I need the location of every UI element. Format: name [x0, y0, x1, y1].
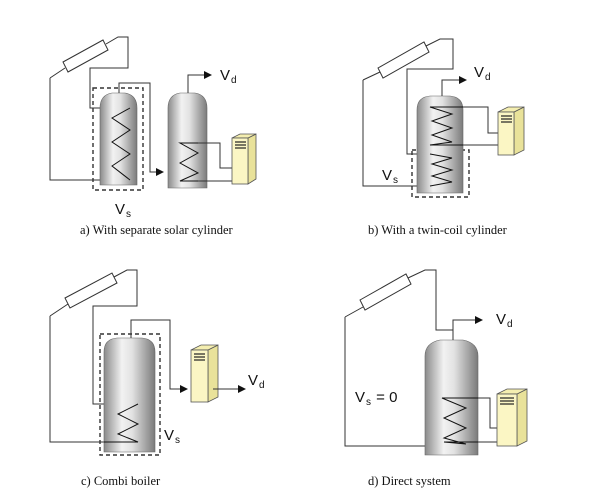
panel-caption: d) Direct system — [368, 474, 451, 488]
vs-label: V — [382, 167, 392, 184]
collector-return-pipe — [362, 71, 430, 187]
collector-flow-pipe — [407, 269, 454, 339]
vs-label: V — [164, 427, 174, 444]
panel-caption: a) With separate solar cylinder — [80, 223, 234, 237]
cylinder-tank-icon — [99, 92, 138, 186]
panel-b: V d V s b) With a twin-coil cylinder — [362, 38, 525, 237]
vs-equals-zero: = 0 — [372, 389, 397, 406]
panel-d: V d V s = 0 d) Direct system — [344, 269, 528, 488]
heat-exchanger-coil-icon — [178, 142, 200, 182]
vs-label-subscript: s — [366, 397, 371, 408]
collector-flow-pipe — [406, 38, 454, 155]
vs-label-subscript: s — [393, 175, 398, 186]
vd-label: V — [248, 372, 258, 389]
storage-volume-boundary — [92, 87, 144, 191]
boiler-flow-pipe — [463, 106, 498, 134]
hot-water-draw-off-arrow — [452, 316, 483, 340]
solar-collector-icon — [62, 39, 109, 73]
vs-label-subscript: s — [175, 435, 180, 446]
heat-exchanger-coil-icon — [429, 106, 463, 146]
vd-label-subscript: d — [231, 75, 237, 86]
solar-collector-icon — [377, 41, 430, 79]
vd-label: V — [220, 67, 230, 84]
boiler-icon — [231, 133, 257, 185]
vd-label-subscript: d — [507, 319, 513, 330]
cylinder-tank-icon — [103, 337, 156, 453]
boiler-flow-pipe — [198, 142, 232, 169]
vd-label-subscript: d — [485, 72, 491, 83]
panel-caption: b) With a twin-coil cylinder — [368, 223, 508, 237]
boiler-flow-pipe — [478, 397, 497, 429]
vd-label-subscript: d — [259, 380, 265, 391]
vs-label-subscript: s — [126, 209, 131, 220]
boiler-icon — [190, 344, 219, 403]
hot-water-draw-off-arrow — [441, 76, 467, 96]
heat-exchanger-coil-icon — [441, 397, 490, 445]
heat-exchanger-coil-icon — [429, 153, 454, 187]
heat-exchanger-coil-icon — [104, 403, 140, 443]
transfer-pipe — [118, 82, 164, 176]
collector-return-pipe — [49, 303, 104, 443]
cylinder-tank-icon — [167, 92, 208, 189]
panel-c: V d V s c) Combi boiler — [49, 269, 265, 488]
collector-return-pipe — [344, 306, 425, 447]
solar-collector-icon — [359, 273, 412, 311]
vd-label: V — [496, 311, 506, 328]
collector-flow-pipe — [92, 269, 138, 405]
boiler-icon — [497, 106, 525, 156]
vs-label: V — [115, 201, 125, 218]
vd-label: V — [474, 64, 484, 81]
hot-water-draw-off-arrow — [187, 71, 212, 93]
transfer-pipe — [130, 319, 188, 393]
panel-caption: c) Combi boiler — [81, 474, 161, 488]
panel-a: V d V s a) With separate solar cylinder — [49, 36, 257, 237]
solar-collector-icon — [64, 272, 118, 309]
vs-label: V — [355, 389, 365, 406]
heat-exchanger-coil-icon — [111, 107, 131, 181]
collector-flow-pipe — [89, 36, 130, 109]
storage-volume-boundary — [99, 333, 161, 456]
boiler-icon — [496, 388, 528, 447]
